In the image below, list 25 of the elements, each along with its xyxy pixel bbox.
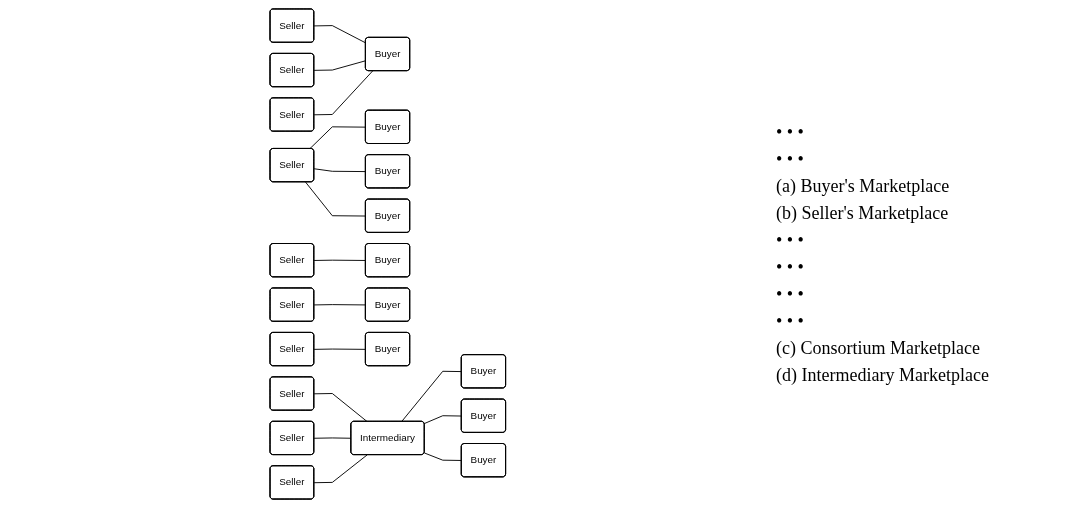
connector — [313, 259, 367, 261]
connector — [313, 393, 368, 423]
caption-text: (b) Seller's Marketplace — [776, 203, 950, 224]
caption-text: • • • — [776, 257, 805, 278]
connector — [313, 168, 367, 173]
caption-text: (a) Buyer's Marketplace — [776, 176, 951, 197]
caption-text: • • • — [776, 311, 805, 332]
caption-text: • • • — [776, 230, 805, 251]
connector — [313, 70, 374, 116]
connector — [401, 370, 463, 423]
caption-text: • • • — [776, 149, 805, 170]
caption-text: • • • — [776, 284, 805, 305]
caption-text: (c) Consortium Marketplace — [776, 338, 981, 359]
connector — [424, 415, 463, 425]
connector — [313, 454, 368, 484]
caption-text: • • • — [776, 122, 805, 143]
connector — [313, 437, 352, 439]
connector — [313, 60, 367, 71]
connector — [313, 348, 367, 350]
connector — [424, 452, 463, 461]
caption-text: (d) Intermediary Marketplace — [776, 365, 990, 386]
connector — [313, 304, 367, 306]
connector — [309, 126, 367, 150]
connector — [305, 181, 367, 217]
connector — [313, 25, 367, 44]
